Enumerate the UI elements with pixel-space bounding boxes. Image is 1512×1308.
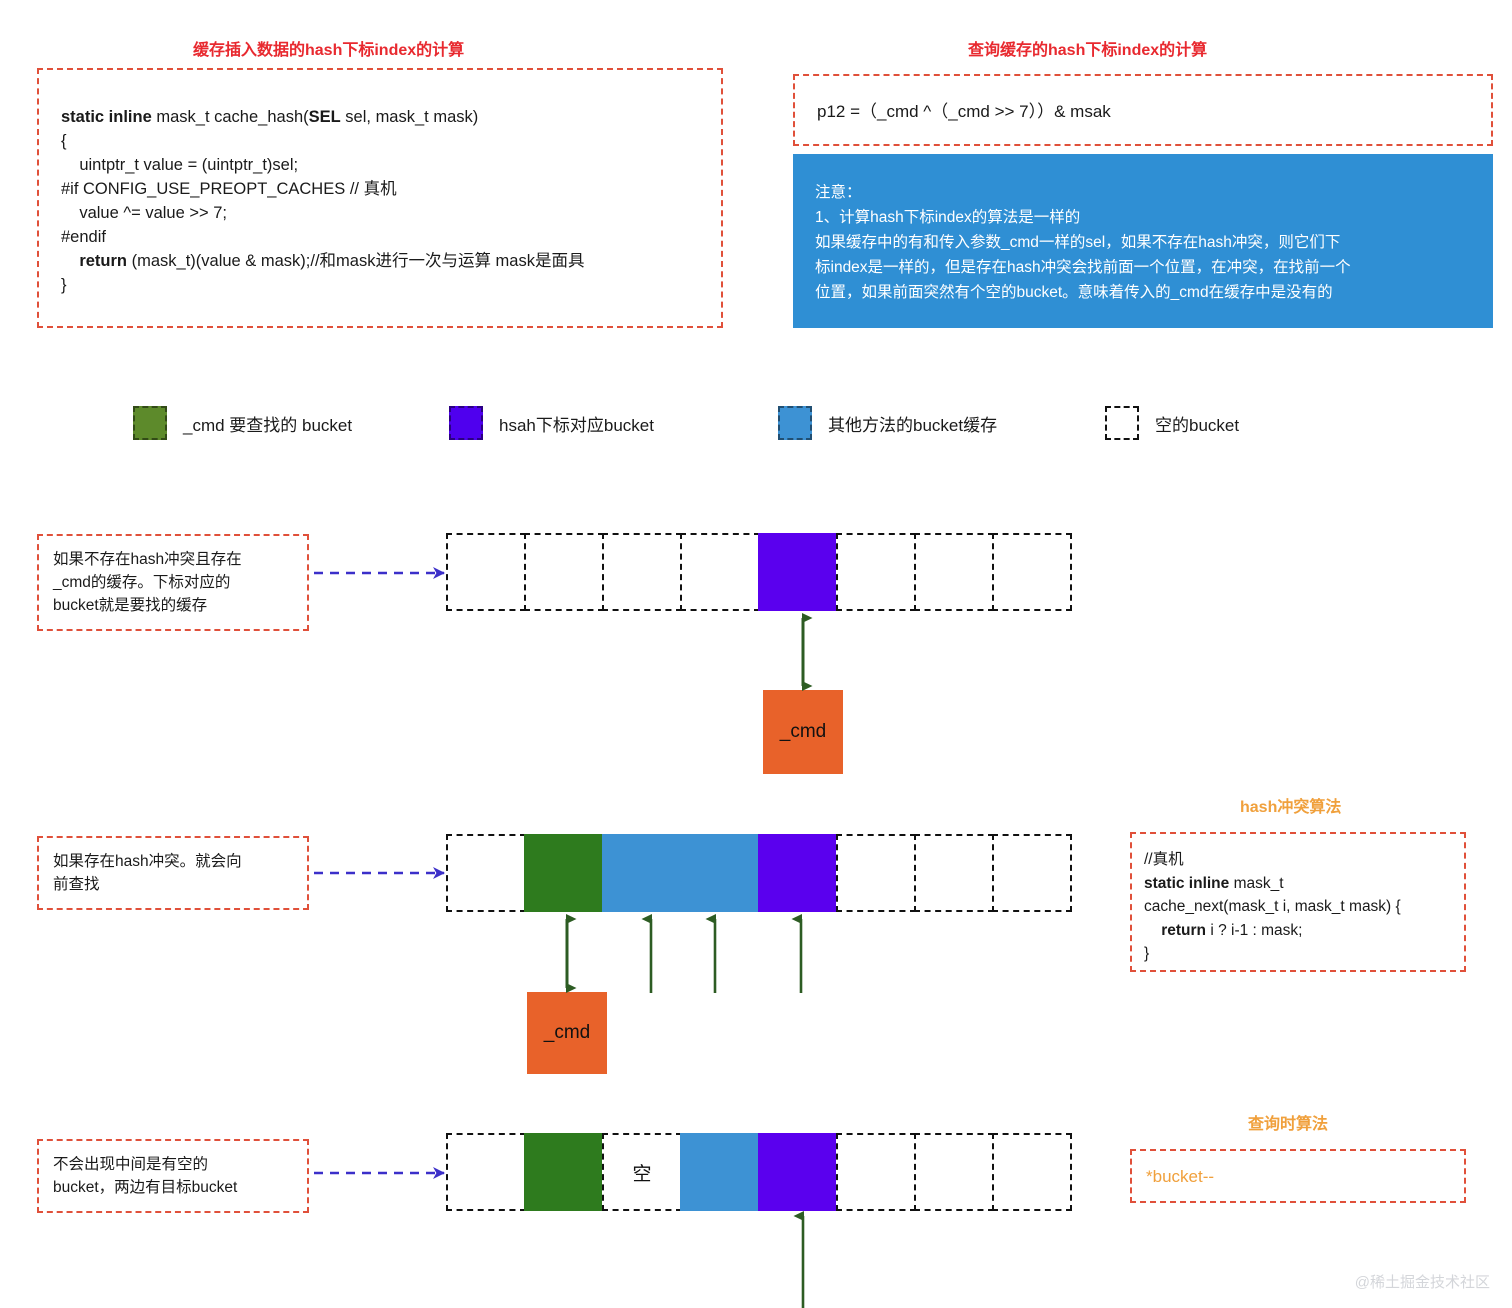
watermark: @稀土掘金技术社区 [1354, 1274, 1490, 1291]
cmd-box-row-1: _cmd [763, 690, 843, 774]
code-line-7: (mask_t)(value & mask);//和mask进行一次与运算 ma… [127, 252, 585, 270]
legend-label-cmd-bucket: _cmd 要查找的 bucket [183, 415, 353, 435]
bucket-r2-c6[interactable] [836, 834, 916, 912]
bucket-r2-c5[interactable] [758, 834, 838, 912]
bucket-r3-c4[interactable] [680, 1133, 760, 1211]
bucket-row-1 [446, 533, 1072, 611]
bucket-r1-c4[interactable] [680, 533, 760, 611]
code-kw-return: return [61, 252, 128, 270]
code-line-3: uintptr_t value = (uintptr_t)sel; [61, 156, 299, 174]
callout-row-3-line-1: 不会出现中间是有空的 [53, 1156, 209, 1173]
cmd-box-row-2: _cmd [527, 992, 607, 1074]
legend-label-hash-bucket: hsah下标对应bucket [499, 415, 654, 435]
legend-item-hash-bucket: hsah下标对应bucket [449, 406, 654, 440]
bucket-r2-c4[interactable] [680, 834, 760, 912]
bucket-r3-c1[interactable] [446, 1133, 526, 1211]
legend-item-empty-bucket: 空的bucket [1105, 406, 1239, 440]
code-query-algo: *bucket-- [1146, 1167, 1215, 1186]
code-line-5: value ^= value >> 7; [61, 204, 227, 222]
callout-row-3: 不会出现中间是有空的 bucket，两边有目标bucket [37, 1139, 309, 1213]
legend-swatch-empty-icon [1105, 406, 1139, 440]
heading-conflict-algo: hash冲突算法 [1240, 799, 1342, 816]
conflict-line-2: mask_t [1229, 874, 1284, 892]
callout-row-1: 如果不存在hash冲突且存在 _cmd的缓存。下标对应的 bucket就是要找的… [37, 534, 309, 631]
bucket-r3-c7[interactable] [914, 1133, 994, 1211]
bucket-r2-c8[interactable] [992, 834, 1072, 912]
callout-row-1-line-1: 如果不存在hash冲突且存在 [53, 551, 242, 568]
legend-item-cmd-bucket: _cmd 要查找的 bucket [133, 406, 352, 440]
note-line-4: 位置，如果前面突然有个空的bucket。意味着传入的_cmd在缓存中是没有的 [815, 284, 1333, 301]
code-sig-part1: mask_t cache_hash( [151, 108, 309, 126]
bucket-row-2 [446, 834, 1072, 912]
heading-query-hash: 查询缓存的hash下标index的计算 [968, 42, 1208, 59]
bucket-row-3: 空 [446, 1133, 1072, 1211]
callout-row-2: 如果存在hash冲突。就会向 前查找 [37, 836, 309, 910]
bucket-r1-c5[interactable] [758, 533, 838, 611]
bucket-r3-c8[interactable] [992, 1133, 1072, 1211]
code-panel-formula: p12 =（_cmd ^（_cmd >> 7））& msak [793, 74, 1493, 146]
bucket-r3-c3[interactable]: 空 [602, 1133, 682, 1211]
note-title: 注意： [815, 184, 862, 201]
legend-swatch-green-icon [133, 406, 167, 440]
code-kw-sel: SEL [308, 108, 341, 126]
note-line-2: 如果缓存中的有和传入参数_cmd一样的sel，如果不存在hash冲突，则它们下 [815, 234, 1341, 251]
callout-row-2-line-2: 前查找 [53, 876, 100, 893]
callout-row-1-line-2: _cmd的缓存。下标对应的 [53, 574, 231, 591]
note-line-3: 标index是一样的，但是存在hash冲突会找前面一个位置，在冲突，在找前一个 [815, 259, 1351, 276]
heading-query-algo: 查询时算法 [1248, 1116, 1329, 1133]
bucket-r1-c6[interactable] [836, 533, 916, 611]
code-line-8: } [61, 276, 67, 294]
code-sig-part2: sel, mask_t mask) [340, 108, 479, 126]
code-cache-hash: static inline mask_t cache_hash(SEL sel,… [39, 70, 721, 297]
code-panel-cache-next: //真机 static inline mask_t cache_next(mas… [1130, 832, 1466, 972]
legend-swatch-purple-icon [449, 406, 483, 440]
formula-p12: p12 =（_cmd ^（_cmd >> 7））& msak [817, 102, 1111, 121]
legend-item-other-bucket: 其他方法的bucket缓存 [778, 406, 997, 440]
bucket-r1-c2[interactable] [524, 533, 604, 611]
bucket-r3-c6[interactable] [836, 1133, 916, 1211]
bucket-r3-c5[interactable] [758, 1133, 838, 1211]
legend-label-other-bucket: 其他方法的bucket缓存 [828, 415, 998, 435]
legend-label-empty-bucket: 空的bucket [1155, 415, 1240, 435]
code-line-4: #if CONFIG_USE_PREOPT_CACHES // 真机 [61, 180, 397, 198]
conflict-kw-static-inline: static inline [1144, 874, 1230, 892]
bucket-r1-c1[interactable] [446, 533, 526, 611]
bucket-r1-c7[interactable] [914, 533, 994, 611]
bucket-r1-c8[interactable] [992, 533, 1072, 611]
conflict-line-5: } [1144, 945, 1150, 962]
bucket-r2-c1[interactable] [446, 834, 526, 912]
heading-insert-hash: 缓存插入数据的hash下标index的计算 [193, 42, 465, 59]
conflict-kw-return: return [1144, 921, 1207, 939]
code-panel-query-algo: *bucket-- [1130, 1149, 1466, 1203]
code-line-6: #endif [61, 228, 106, 246]
conflict-line-1: //真机 [1144, 851, 1184, 868]
note-box: 注意： 1、计算hash下标index的算法是一样的 如果缓存中的有和传入参数_… [793, 154, 1493, 328]
conflict-line-4: i ? i-1 : mask; [1206, 921, 1303, 939]
note-line-1: 1、计算hash下标index的算法是一样的 [815, 209, 1081, 226]
bucket-r2-c7[interactable] [914, 834, 994, 912]
conflict-line-3: cache_next(mask_t i, mask_t mask) { [1144, 898, 1401, 915]
code-cache-next: //真机 static inline mask_t cache_next(mas… [1132, 834, 1464, 966]
bucket-r2-c3[interactable] [602, 834, 682, 912]
bucket-r2-c2[interactable] [524, 834, 604, 912]
legend-swatch-blue-icon [778, 406, 812, 440]
callout-row-3-line-2: bucket，两边有目标bucket [53, 1179, 238, 1196]
bucket-r3-c2[interactable] [524, 1133, 604, 1211]
callout-row-2-line-1: 如果存在hash冲突。就会向 [53, 853, 242, 870]
code-kw-static-inline: static inline [61, 108, 152, 126]
code-panel-cache-hash: static inline mask_t cache_hash(SEL sel,… [37, 68, 723, 328]
bucket-r1-c3[interactable] [602, 533, 682, 611]
code-line-2: { [61, 132, 67, 150]
callout-row-1-line-3: bucket就是要找的缓存 [53, 597, 208, 614]
